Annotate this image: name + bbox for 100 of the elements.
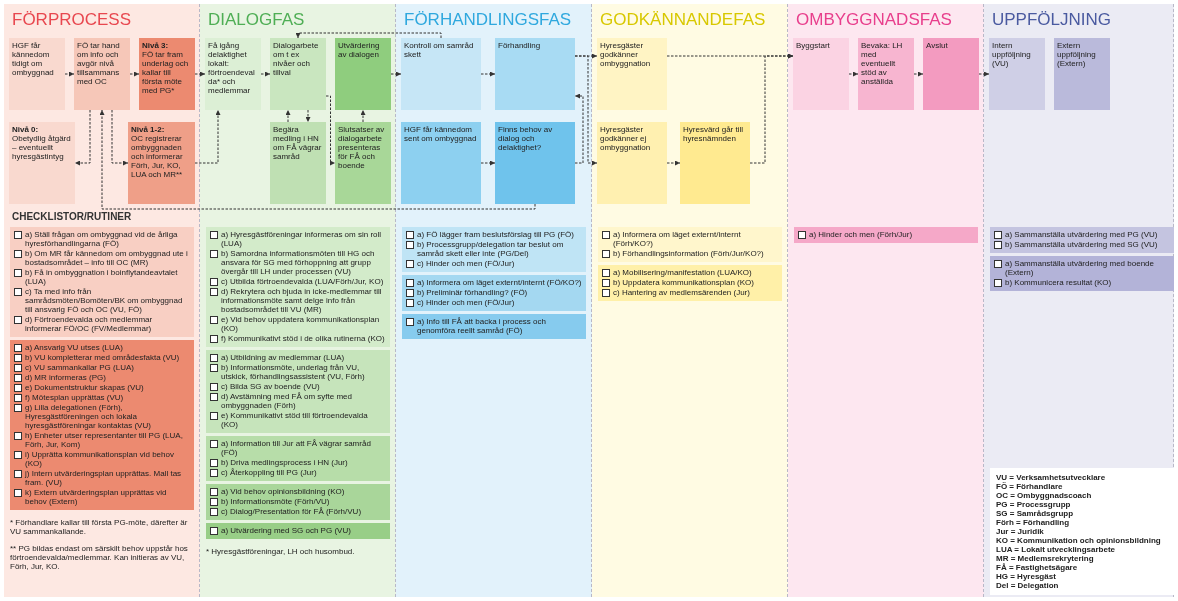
box-text: Dialogarbete om t ex nivåer och tillval [273, 41, 320, 77]
box-heading: Nivå 0: [12, 125, 40, 134]
phase-heading: FÖRHANDLINGSFAS [404, 10, 572, 30]
checklist-item: b) Processgrupp/delegation tar beslut om samråd skett eller inte (PG/Del) [417, 240, 565, 258]
footnote: * Hyresgästföreningar, LH och husombud. [206, 547, 356, 556]
checklist-item: b) Sammanställa utvärdering med SG (VU) [1005, 240, 1158, 249]
checklist-item: a) Utbildning av medlemmar (LUA) [221, 353, 345, 362]
arrow [978, 71, 990, 77]
checklist-item: a) Information till Jur att FÅ vägrar samråd (FÖ) [221, 439, 372, 457]
arrow [295, 32, 442, 39]
footnote: ** PG bildas endast om särskilt behov uppstår hos förtroendevalda/medlemmar. Kan initieras av VU, Förh, Jur, KO. [10, 544, 189, 571]
checklist-item: a) Mobilisering/manifestation (LUA/KO) [613, 268, 752, 277]
arrow [260, 71, 271, 77]
abbreviation-entry: FÅ = Fastighetsägare [996, 563, 1079, 572]
arrow [480, 160, 496, 166]
phase-column [4, 4, 200, 597]
box-text: FÖ tar fram underlag och kallar till första möte med PG* [142, 50, 190, 95]
phase-column [984, 4, 1174, 597]
box-text: Obetydlig åtgärd – eventuellt hyresgästintyg [12, 134, 72, 161]
arrow [913, 71, 924, 77]
checklist-item: c) Hinder och men (FÖ/Jur) [417, 259, 515, 268]
arrow [129, 71, 140, 77]
box-text: Bevaka: LH med eventuellt stöd av anställda [861, 41, 904, 86]
checklist-item: b) Uppdatera kommunikationsplan (KO) [613, 278, 754, 287]
checklist-item: c) Utbilda förtroendevalda (LUA/Förh/Jur, KO) [221, 277, 384, 286]
checklist-item: b) Informationsmöte (Förh/VU) [221, 497, 330, 506]
process-box [205, 38, 261, 110]
process-box [9, 38, 65, 110]
checklist-item: d) Förtroendevalda och medlemmar informerar FÖ/OC (FV/Medlemmar) [25, 315, 154, 333]
box-text: Få igång delaktighet lokalt: förtroendevalda* och medlemmar [208, 41, 256, 95]
checklist-item: a) Utvärdering med SG och PG (VU) [221, 526, 351, 535]
arrow [666, 160, 681, 166]
box-text: Hyresvärd går till hyresnämnden [683, 125, 744, 143]
checklist-item: b) VU kompletterar med områdesfakta (VU) [25, 353, 180, 362]
checklist-panel [206, 227, 390, 347]
footnote: * Förhandlare kallar till första PG-möte, därefter är VU sammankallande. [10, 518, 189, 536]
checklist-item: a) Sammanställa utvärdering med PG (VU) [1005, 230, 1158, 239]
checklist-item: f) Mötesplan upprättas (VU) [25, 393, 124, 402]
checklist-panel [206, 350, 390, 433]
process-box [335, 122, 391, 204]
checklist-item: a) Vid behov opinionsbildning (KO) [221, 487, 345, 496]
checklist-item: a) Ansvarig VU utses (LUA) [25, 343, 123, 352]
checklist-item: d) Avstämning med FÅ om syfte med ombyggnaden (Förh) [221, 392, 353, 410]
box-text: Förhandling [498, 41, 542, 50]
checklist-item: b) Informationsmöte, underlag från VU, utskick, förhandlingsassistent (VU, Förh) [221, 363, 366, 381]
process-box [1054, 38, 1110, 110]
checklist-panel [990, 227, 1174, 253]
phase-heading: FÖRPROCESS [12, 10, 132, 30]
checklist-item: a) Ställ frågan om ombyggnad vid de årliga hyresförhandlingarna (FÖ) [25, 230, 179, 248]
process-box [401, 38, 481, 110]
checklist-item: c) Återkoppling till PG (Jur) [221, 468, 317, 477]
checklist-panel [598, 227, 782, 262]
abbreviation-entry: Del = Delegation [996, 581, 1060, 590]
abbreviation-entry: OC = Ombyggnadscoach [996, 491, 1093, 500]
checklist-item: f) Kommunikativt stöd i de olika rutinerna (KO) [221, 334, 385, 343]
checklist-item: e) Vid behov uppdatera kommunikationsplan (KO) [221, 315, 381, 333]
checklist-item: b) Förhandlingsinformation (Förh/Jur/KO?) [613, 249, 764, 258]
checklist-item: c) Ta med info från samrådsmöten/Bomöten/BK om ombyggnad till ansvarig FÖ och OC (VU, FÖ) [25, 287, 184, 314]
checklist-item: b) Samordna informationsmöten till HG och ansvara för SG med förhoppning att grupp övergår till LH under processen (VU) [221, 249, 376, 276]
abbreviation-entry: Jur = Juridik [996, 527, 1045, 536]
process-box [495, 38, 575, 110]
arrow [305, 109, 311, 123]
box-text: FÖ tar hand om info och avgör nivå tillsammans med OC [77, 41, 121, 86]
abbreviation-entry: FÖ = Förhandlare [996, 482, 1064, 491]
process-box [989, 38, 1045, 110]
checklist-panel [402, 227, 586, 272]
checklist-item: a) Informera om läget externt/internt (FÖ/KO?) [417, 278, 582, 287]
checklist-item: b) Preliminär förhandling? (FÖ) [417, 288, 528, 297]
checklist-item: b) Om MR får kännedom om ombyggnad ute i bostadsområdet – info till OC (MR) [25, 249, 189, 267]
checklist-panel [990, 256, 1174, 291]
checklist-panel [10, 340, 194, 510]
arrow [325, 95, 336, 166]
checklist-item: b) Driva medlingsprocess i HN (Jur) [221, 458, 348, 467]
arrow [74, 109, 91, 166]
phase-column [592, 4, 788, 597]
abbreviation-entry: VU = Verksamhetsutvecklare [996, 473, 1107, 482]
process-box [335, 38, 391, 110]
box-text: HGF får kännedom tidigt om ombyggnad [12, 41, 55, 77]
checklist-item: a) Sammanställa utvärdering med boende (Extern) [1005, 259, 1155, 277]
process-box [597, 38, 667, 110]
checklist-panel [598, 265, 782, 301]
phase-column [396, 4, 592, 597]
checklist-item: b) Kommunicera resultat (KO) [1005, 278, 1112, 287]
checklist-item: c) VU sammankallar PG (LUA) [25, 363, 134, 372]
process-box [9, 122, 75, 204]
checklist-item: c) Hinder och men (FÖ/Jur) [417, 298, 515, 307]
checklist-item: g) Lilla delegationen (Förh), Hyresgästföreningen och lokala hyresgästföreningar kontaktas (VU) [25, 403, 152, 430]
arrow [574, 93, 584, 164]
process-box [128, 122, 195, 204]
abbreviation-entry: Förh = Förhandling [996, 518, 1071, 527]
box-text: OC registrerar ombyggnaden och informerar Förh, Jur, KO, LUA och MR** [131, 134, 184, 179]
process-box [495, 122, 575, 204]
checklist-item: c) Bilda SG av boende (VU) [221, 382, 320, 391]
checklist-panel [402, 275, 586, 311]
arrow [64, 71, 75, 77]
box-text: Hyresgäster godkänner ombyggnation [600, 41, 652, 68]
checklist-item: d) Rekrytera och bjuda in icke-medlemmar till informationsmöte samt delge info från bostadsområdet till VU (MR) [221, 287, 383, 314]
process-box [680, 122, 750, 204]
checklist-item: i) Upprätta kommunikationsplan vid behov (KO) [25, 450, 175, 468]
box-text: Extern uppföljning (Extern) [1057, 41, 1097, 68]
